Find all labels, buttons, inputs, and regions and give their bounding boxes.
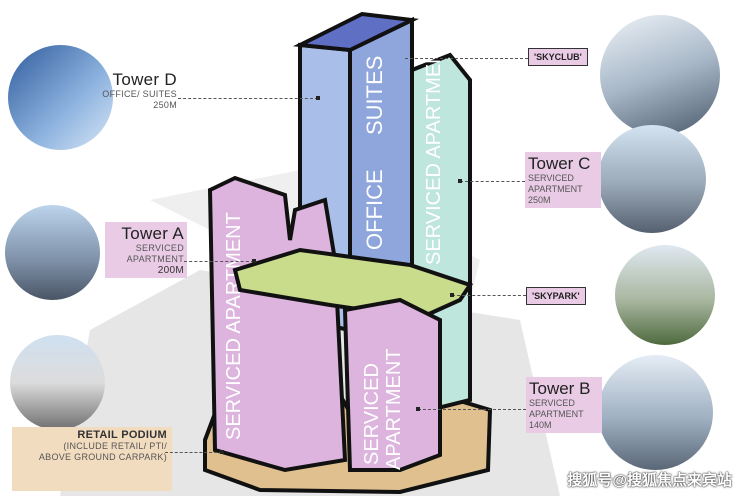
tower-c-photo bbox=[598, 125, 706, 233]
tower-d-leader bbox=[178, 98, 318, 99]
tower-a-use: SERVICED bbox=[135, 243, 184, 253]
tower-b-serviced: SERVICED bbox=[361, 363, 383, 465]
suites-label: SUITES bbox=[362, 56, 387, 135]
tower-b-apartment: APARTMENT bbox=[383, 349, 405, 471]
tower-c-height: 250M bbox=[528, 195, 551, 205]
office-label: OFFICE bbox=[362, 169, 387, 250]
retail-podium-photo bbox=[10, 335, 105, 430]
tower-a-name: Tower A bbox=[121, 224, 184, 243]
skypark-leader bbox=[452, 295, 526, 296]
tower-a-label: Tower A SERVICED APARTMENT 200M bbox=[105, 222, 187, 278]
tower-d-roof bbox=[292, 11, 420, 53]
tower-b-photo bbox=[598, 355, 713, 470]
tower-d-use: OFFICE/ SUITES bbox=[102, 89, 177, 99]
tower-c-label: Tower C SERVICED APARTMENT 250M bbox=[525, 152, 601, 208]
tower-b-marker bbox=[416, 407, 420, 411]
retail-podium-title: RETAIL PODIUM bbox=[77, 429, 167, 441]
skypark-photo bbox=[615, 245, 715, 345]
tower-d-height: 250M bbox=[153, 100, 177, 110]
skypark-marker bbox=[450, 293, 454, 297]
tower-d-label: Tower D OFFICE/ SUITES 250M bbox=[95, 70, 177, 111]
tower-b-use: SERVICED bbox=[529, 398, 575, 408]
tower-a-height: 200M bbox=[157, 265, 184, 276]
retail-podium-line1: (INCLUDE RETAIL/ PTI/ bbox=[63, 441, 167, 451]
tower-c-marker bbox=[458, 179, 462, 183]
skypark-bridge bbox=[232, 247, 474, 321]
tower-a-leader bbox=[184, 261, 254, 262]
retail-podium-line2: ABOVE GROUND CARPARK) bbox=[38, 452, 167, 462]
tower-b-leader bbox=[418, 409, 526, 410]
tower-a-building-text: SERVICED APARTMENT bbox=[223, 212, 245, 440]
tower-d-marker bbox=[316, 96, 320, 100]
tower-d-name: Tower D bbox=[112, 70, 177, 89]
watermark: 搜狐号@搜狐焦点来宾站 bbox=[567, 472, 732, 489]
skyclub-tag: 'SKYCLUB' bbox=[528, 48, 588, 66]
retail-podium-label: RETAIL PODIUM (INCLUDE RETAIL/ PTI/ ABOV… bbox=[12, 427, 172, 491]
tower-c-leader bbox=[460, 181, 525, 182]
tower-c-use: SERVICED bbox=[528, 173, 574, 183]
tower-b-height: 140M bbox=[529, 420, 552, 430]
tower-c-building-text: SERVICED APARTMENT bbox=[423, 37, 445, 265]
tower-c-name: Tower C bbox=[528, 154, 591, 173]
tower-b-use2: APARTMENT bbox=[529, 409, 584, 419]
retail-leader bbox=[165, 452, 222, 453]
tower-b bbox=[342, 297, 442, 472]
retail-marker bbox=[220, 450, 224, 454]
tower-a-use2: APARTMENT bbox=[126, 254, 184, 264]
tower-c-use2: APARTMENT bbox=[528, 184, 583, 194]
skyclub-leader bbox=[405, 58, 528, 59]
tower-b-label: Tower B SERVICED APARTMENT 140M bbox=[526, 377, 602, 433]
skyclub-photo bbox=[600, 15, 720, 135]
tower-b-name: Tower B bbox=[529, 379, 591, 398]
tower-d-photo bbox=[8, 45, 113, 150]
tower-a-marker bbox=[252, 259, 256, 263]
skypark-tag: 'SKYPARK' bbox=[526, 287, 586, 305]
tower-a-photo bbox=[5, 205, 100, 300]
